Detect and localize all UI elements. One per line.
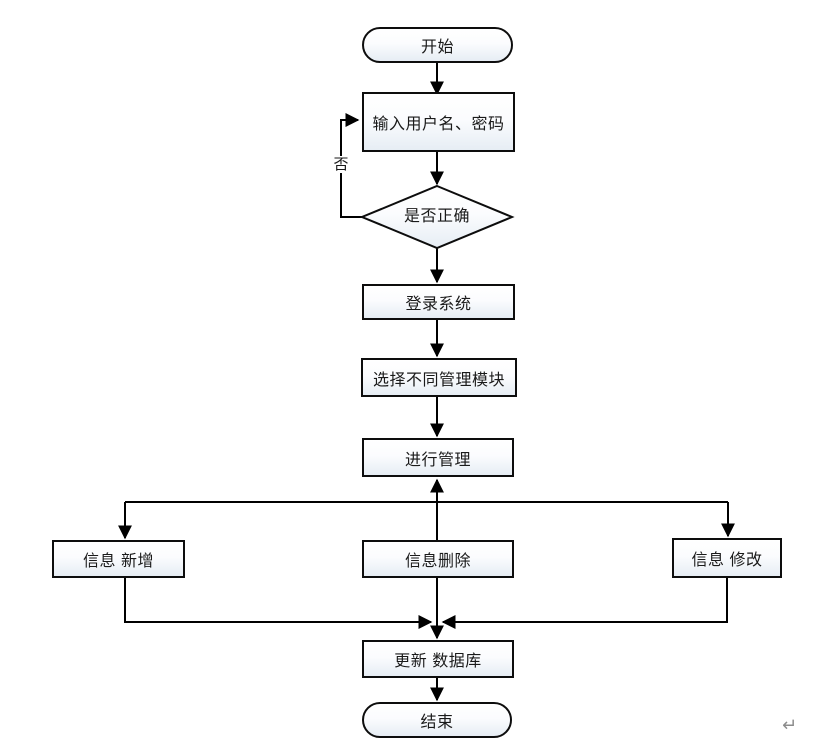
node-manage-label: 进行管理	[404, 451, 471, 469]
node-end: 结束	[362, 702, 512, 738]
node-update-database-label: 更新 数据库	[394, 653, 482, 670]
node-select-module-label: 选择不同管理模块	[372, 371, 505, 389]
node-decision-label: 是否正确	[403, 208, 470, 225]
node-info-add: 信息 新增	[52, 540, 185, 578]
node-select-module: 选择不同管理模块	[361, 358, 517, 397]
paragraph-return-icon: ↵	[782, 715, 798, 735]
node-decision-shape	[359, 184, 515, 250]
node-login-system: 登录系统	[362, 284, 515, 320]
edge-add-junction	[124, 578, 433, 629]
node-info-delete: 信息删除	[362, 540, 514, 578]
node-update-database: 更新 数据库	[362, 640, 514, 678]
node-manage: 进行管理	[362, 438, 514, 477]
node-input-credentials: 输入用户名、密码	[362, 92, 515, 152]
node-info-modify-label: 信息 修改	[691, 552, 763, 569]
node-end-label: 结束	[420, 714, 454, 731]
edge-modify-junction	[441, 578, 728, 629]
node-start-label: 开始	[420, 39, 454, 56]
node-info-modify: 信息 修改	[672, 538, 782, 578]
node-login-system-label: 登录系统	[405, 296, 472, 313]
node-input-credentials-label: 输入用户名、密码	[372, 116, 505, 133]
edge-label-no: 否	[332, 156, 350, 173]
node-start: 开始	[362, 27, 513, 63]
node-info-delete-label: 信息删除	[404, 553, 471, 570]
node-info-add-label: 信息 新增	[83, 553, 154, 570]
